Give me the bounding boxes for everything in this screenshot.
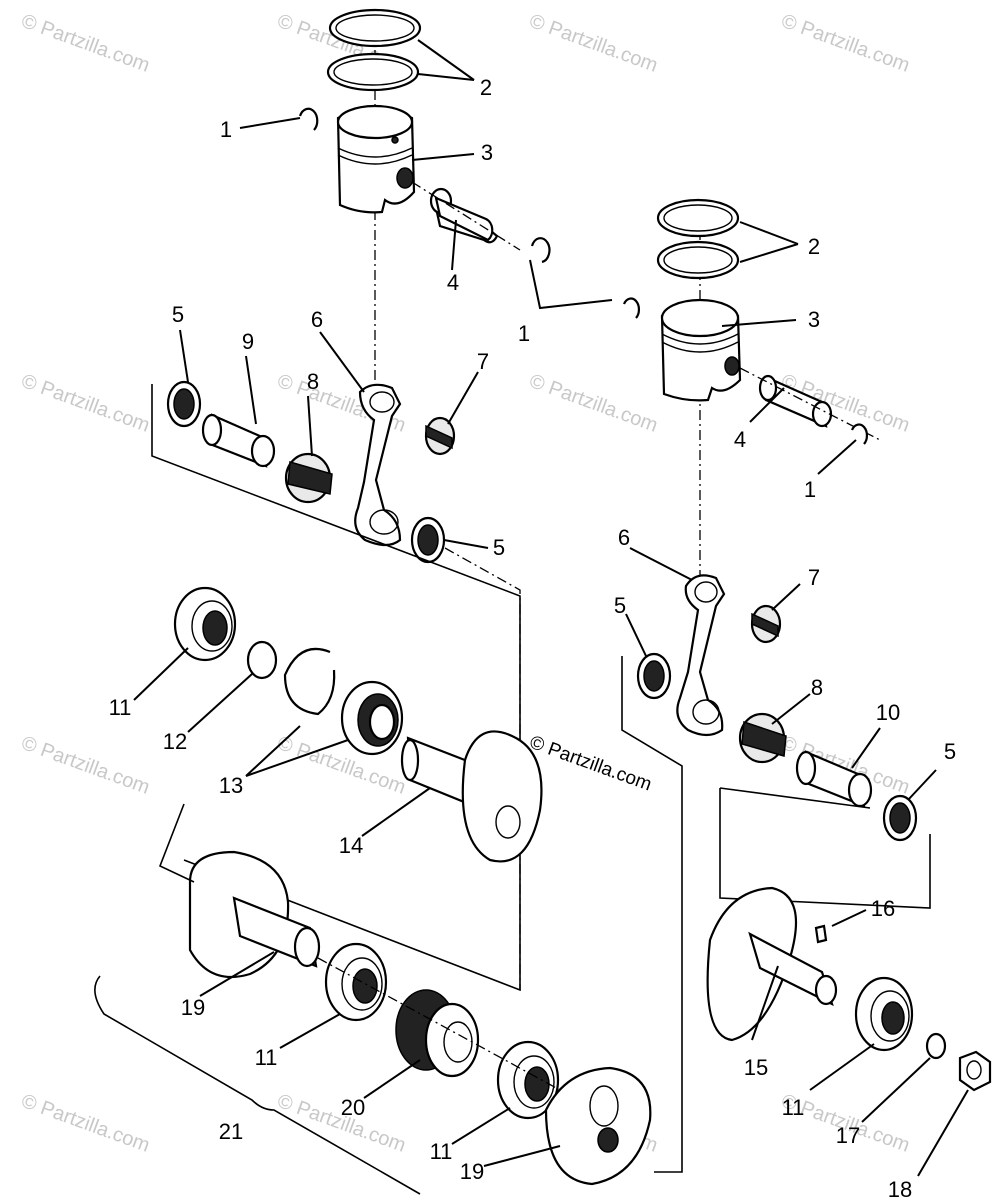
bracket-line [621, 656, 683, 1173]
circlip [530, 237, 551, 264]
piston-pin [429, 187, 499, 244]
callout-label: 11 [781, 1095, 805, 1120]
callout-label: 6 [617, 525, 631, 550]
bracket-line [151, 384, 521, 992]
roller-bearing [738, 712, 787, 764]
callout-label: 1 [803, 477, 817, 502]
bracket-line [719, 788, 931, 909]
callout-label: 2 [479, 75, 493, 100]
leader-lines [133, 39, 969, 1177]
ball-bearing [324, 942, 388, 1022]
piston [336, 104, 416, 214]
callout-label: 3 [480, 140, 494, 165]
nut [958, 1050, 992, 1092]
callout-label: 19 [459, 1159, 485, 1184]
callout-label: 21 [218, 1119, 244, 1144]
bracket-line [94, 975, 421, 1195]
callout-label: 4 [733, 427, 747, 452]
thrust-washer [410, 516, 446, 564]
centerline [317, 957, 561, 1091]
crankshaft-half [188, 850, 321, 979]
ball-bearing [496, 1040, 560, 1120]
centerline [411, 181, 521, 251]
callout-label: 1 [219, 117, 233, 142]
bracket-line [158, 803, 195, 883]
crank-pin [795, 750, 873, 808]
ball-bearing [173, 586, 237, 662]
callout-label: 5 [943, 739, 957, 764]
callout-label: 5 [171, 302, 185, 327]
callout-label: 8 [810, 675, 824, 700]
leader-line [529, 259, 613, 310]
piston-ring-set [326, 8, 422, 92]
crankshaft-half [706, 886, 838, 1042]
callout-label: 5 [492, 535, 506, 560]
callout-label: 8 [306, 369, 320, 394]
callout-label: 15 [743, 1055, 769, 1080]
callout-label: 19 [180, 995, 206, 1020]
seal [395, 989, 480, 1078]
roller-bearing [284, 452, 333, 504]
woodruff-key [814, 924, 828, 944]
crank-web [544, 1066, 652, 1186]
callout-label: 6 [310, 307, 324, 332]
callout-label: 16 [870, 896, 896, 921]
callout-label: 10 [875, 700, 901, 725]
thrust-washer [882, 794, 918, 842]
callout-label: 7 [476, 349, 490, 374]
callout-label: 17 [835, 1123, 861, 1148]
callout-label: 11 [108, 695, 132, 720]
callout-label: 7 [807, 565, 821, 590]
retaining-ring [246, 640, 278, 680]
callout-label: 11 [254, 1045, 278, 1070]
callout-label: 9 [241, 329, 255, 354]
callout-label: 3 [807, 307, 821, 332]
connecting-rod [676, 574, 726, 737]
ball-bearing [340, 680, 404, 756]
callout-label: 12 [162, 729, 188, 754]
circlip [298, 107, 319, 131]
bracket-line [719, 787, 871, 809]
centerline [444, 547, 521, 990]
needle-bearing [424, 416, 456, 456]
connecting-rod [354, 383, 402, 547]
circlip [622, 297, 640, 319]
piston-ring-set [656, 198, 740, 280]
callout-label: 2 [807, 234, 821, 259]
callout-label: 1 [517, 321, 531, 346]
callout-label: 20 [340, 1095, 366, 1120]
callout-label: 18 [887, 1177, 913, 1202]
needle-bearing [750, 604, 782, 644]
crankshaft-half [400, 730, 543, 863]
ball-bearing [854, 976, 914, 1052]
callout-label: 4 [446, 270, 460, 295]
centerline [739, 367, 881, 441]
piston [660, 298, 742, 402]
snap-ring [283, 647, 336, 716]
callout-label: 13 [218, 773, 244, 798]
callout-label: 5 [613, 593, 627, 618]
callout-label: 14 [338, 833, 364, 858]
callout-label: 11 [429, 1139, 453, 1164]
thrust-washer [636, 652, 672, 700]
crank-pin [201, 413, 276, 468]
circlip [850, 423, 868, 445]
lock-washer [925, 1032, 947, 1060]
thrust-washer [166, 380, 202, 428]
